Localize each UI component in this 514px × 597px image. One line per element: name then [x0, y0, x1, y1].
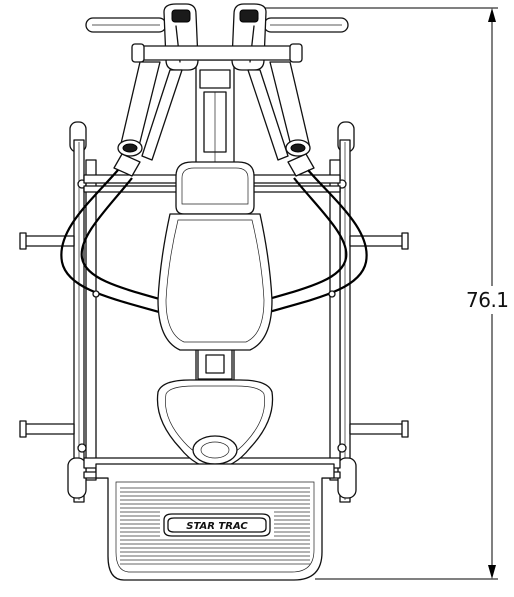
dimension-label: 76.1	[466, 286, 509, 314]
top-handles	[85, 3, 349, 71]
foot-platform: STAR TRAC	[95, 463, 335, 581]
right-arm	[237, 61, 368, 330]
brand-logo: STAR TRAC	[163, 513, 271, 537]
brand-logo-text: STAR TRAC	[186, 521, 248, 532]
platform-tread	[120, 487, 310, 565]
seat	[156, 379, 274, 469]
frame-right	[329, 121, 409, 503]
back-pad	[157, 161, 273, 351]
